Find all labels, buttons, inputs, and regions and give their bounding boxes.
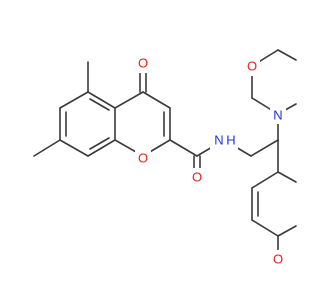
bond xyxy=(59,139,89,157)
atom-nitrogen-amide: N xyxy=(214,133,223,148)
bond xyxy=(250,139,279,157)
bonds xyxy=(33,49,297,259)
atom-hydrogen-amide: H xyxy=(226,133,235,148)
bond xyxy=(87,139,116,157)
bond xyxy=(89,98,110,111)
atom-labels: O O O N H N O O xyxy=(135,55,286,268)
bond xyxy=(169,139,198,157)
molecular-structure: O O O N H N O O xyxy=(33,49,297,268)
bond xyxy=(277,225,297,237)
bond xyxy=(33,139,61,157)
bond xyxy=(277,49,297,61)
bond xyxy=(142,91,171,109)
bond xyxy=(87,91,116,109)
atom-oxygen-ketone: O xyxy=(138,56,148,71)
bond xyxy=(59,91,89,109)
atom-oxygen-morpholine: O xyxy=(247,59,257,74)
atom-oxygen-ring: O xyxy=(138,151,148,166)
bond xyxy=(251,219,279,237)
atom-oxygen-amide: O xyxy=(192,170,202,185)
bond xyxy=(114,91,144,109)
bond xyxy=(251,171,279,189)
atom-nitrogen-morpholine: N xyxy=(273,108,282,123)
bond xyxy=(89,137,110,150)
atom-oxygen-methoxy: O xyxy=(273,252,283,267)
bond xyxy=(277,171,297,183)
